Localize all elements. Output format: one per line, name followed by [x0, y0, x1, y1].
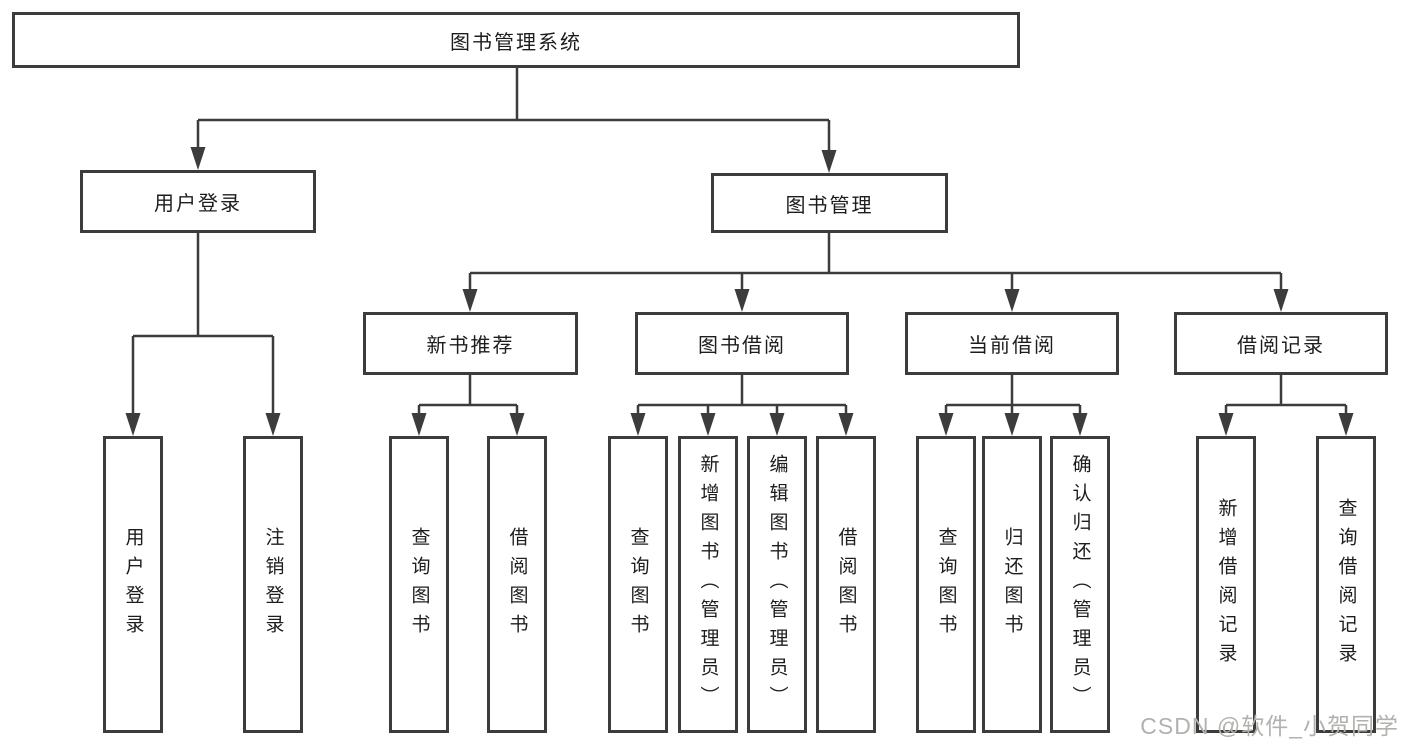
leaf-confirm-return-admin: 确认归还（管理员）	[1050, 436, 1110, 733]
node-label: 图书管理	[785, 194, 874, 217]
leaf-logout: 注销登录	[243, 436, 303, 733]
leaf-borrow-books-borrow: 借阅图书	[816, 436, 876, 733]
leaf-edit-book-admin: 编辑图书（管理员）	[747, 436, 807, 733]
node-label: 用户登录	[154, 193, 242, 215]
node-label: 图书借阅	[698, 335, 786, 357]
node-label: 编辑图书（管理员）	[766, 454, 788, 715]
watermark: CSDN @软件_小贺同学	[1140, 713, 1399, 739]
leaf-return-books: 归还图书	[982, 436, 1042, 733]
node-borrow-records: 借阅记录	[1174, 312, 1388, 375]
node-label: 注销登录	[262, 526, 284, 643]
node-book-management: 图书管理	[711, 173, 948, 233]
node-label: 借阅图书	[506, 526, 528, 643]
node-label: 查询图书	[935, 526, 957, 643]
node-label: 新增图书（管理员）	[697, 454, 719, 715]
node-label: 图书管理系统	[450, 31, 582, 54]
node-label: 新增借阅记录	[1215, 497, 1237, 672]
node-label: 查询借阅记录	[1335, 497, 1357, 672]
node-label: 查询图书	[627, 526, 649, 643]
leaf-user-login: 用户登录	[103, 436, 163, 733]
node-label: 用户登录	[122, 526, 144, 643]
node-new-book-recommend: 新书推荐	[363, 312, 578, 375]
leaf-add-borrow-record: 新增借阅记录	[1196, 436, 1256, 733]
node-label: 确认归还（管理员）	[1069, 454, 1091, 715]
leaf-add-book-admin: 新增图书（管理员）	[678, 436, 738, 733]
leaf-query-borrow-record: 查询借阅记录	[1316, 436, 1376, 733]
leaf-query-books-recommend: 查询图书	[389, 436, 449, 733]
node-label: 新书推荐	[426, 335, 515, 357]
node-label: 当前借阅	[968, 335, 1056, 357]
node-current-borrow: 当前借阅	[905, 312, 1119, 375]
leaf-query-books-current: 查询图书	[916, 436, 976, 733]
node-label: 借阅图书	[835, 526, 857, 643]
leaf-borrow-books-recommend: 借阅图书	[487, 436, 547, 733]
node-label: 查询图书	[408, 526, 430, 643]
node-label: 归还图书	[1001, 526, 1023, 643]
leaf-query-books-borrow: 查询图书	[608, 436, 668, 733]
node-user-login: 用户登录	[80, 170, 316, 233]
node-library-management-system: 图书管理系统	[12, 12, 1020, 68]
node-book-borrow: 图书借阅	[635, 312, 849, 375]
node-label: 借阅记录	[1237, 335, 1325, 357]
